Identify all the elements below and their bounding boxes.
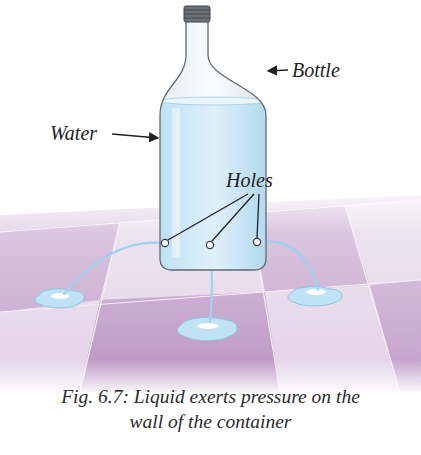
figure-caption: Fig. 6.7: Liquid exerts pressure on the … [60,384,361,434]
part-label: Holes [226,168,273,192]
part-label: Water [50,121,97,145]
bottle [150,6,280,280]
hole [161,238,260,248]
leader-line [112,70,288,241]
part-label: Bottle [292,58,340,82]
water-puddle [35,287,342,341]
